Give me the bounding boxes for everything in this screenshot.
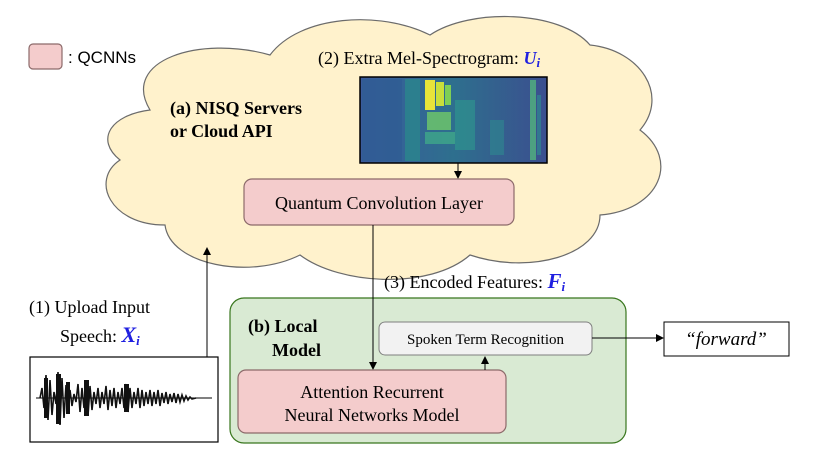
local-title-line1: (b) Local: [248, 316, 318, 337]
encoded-symbol: F: [546, 269, 561, 293]
legend-label: : QCNNs: [68, 48, 136, 67]
cloud-title-line2: or Cloud API: [170, 121, 273, 141]
legend: : QCNNs: [28, 43, 136, 70]
quantum-convolution-label: Quantum Convolution Layer: [275, 193, 483, 213]
output-box: “forward”: [663, 321, 790, 357]
quantum-convolution-layer: Quantum Convolution Layer: [243, 178, 515, 226]
attention-rnn-model: Attention Recurrent Neural Networks Mode…: [237, 369, 507, 434]
cloud-title-line1: (a) NISQ Servers: [170, 98, 302, 119]
legend-swatch: [28, 43, 63, 70]
speech-waveform-image: [29, 356, 219, 443]
upload-label-line1: (1) Upload Input: [29, 297, 150, 318]
upload-symbol: X: [120, 322, 137, 347]
spectrogram-symbol: U: [523, 48, 537, 68]
rnn-line1: Attention Recurrent: [300, 382, 443, 402]
rnn-line2: Neural Networks Model: [285, 405, 460, 425]
local-title-line2: Model: [272, 340, 321, 360]
upload-label-line2: Speech: Xi: [60, 322, 140, 348]
encoded-features-label: (3) Encoded Features: Fi: [384, 269, 565, 294]
recognition-label: Spoken Term Recognition: [407, 332, 564, 348]
mel-spectrogram-image: [359, 76, 548, 164]
spectrogram-label: (2) Extra Mel-Spectrogram: Ui: [318, 48, 540, 70]
spoken-term-recognition: Spoken Term Recognition: [378, 321, 593, 356]
output-label: “forward”: [685, 329, 767, 350]
